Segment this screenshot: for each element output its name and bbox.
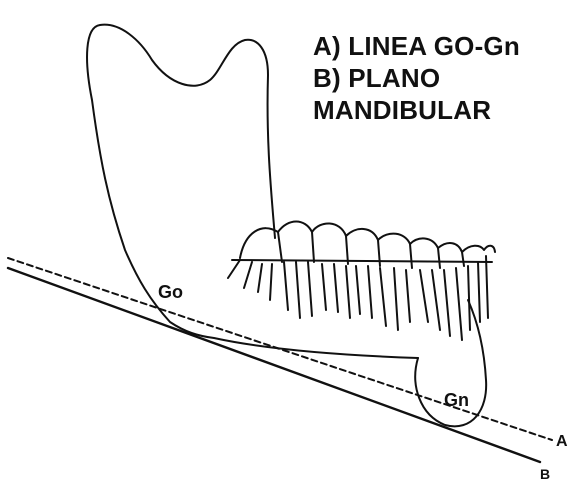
legend-line-b-cont: MANDIBULAR: [313, 94, 520, 126]
tooth-dividers: [278, 232, 464, 268]
line-a-go-gn: [8, 258, 552, 440]
label-b: B: [540, 466, 550, 482]
occlusal-line: [232, 260, 492, 262]
label-go: Go: [158, 282, 183, 302]
label-gn: Gn: [444, 390, 469, 410]
tooth-roots: [228, 256, 488, 340]
legend-line-b: B) PLANO: [313, 62, 520, 94]
line-b-mandibular-plane: [8, 268, 540, 462]
legend: A) LINEA GO-Gn B) PLANO MANDIBULAR: [313, 30, 520, 126]
label-a: A: [556, 433, 568, 450]
legend-line-a: A) LINEA GO-Gn: [313, 30, 520, 62]
